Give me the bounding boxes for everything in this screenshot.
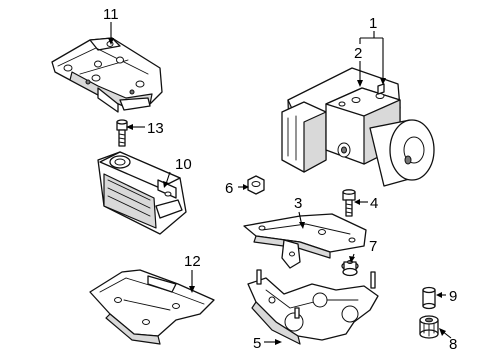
part-12-shield-bracket <box>89 269 215 345</box>
callout-4: 4 <box>370 195 378 212</box>
part-9-sleeve <box>422 286 436 310</box>
callout-2: 2 <box>354 45 362 62</box>
part-11-upper-bracket <box>51 37 163 113</box>
part-3-mounting-plate <box>243 213 367 269</box>
part-10-sensor-module <box>97 151 187 235</box>
part-13-bolt <box>116 119 128 147</box>
part-4-bolt <box>342 189 356 217</box>
callout-1: 1 <box>369 15 377 32</box>
part-8-bushing <box>419 315 439 339</box>
callout-13: 13 <box>147 120 164 137</box>
part-6-nut <box>247 175 265 195</box>
callout-11: 11 <box>103 6 119 23</box>
callout-7: 7 <box>369 238 377 255</box>
part-5-support-bracket <box>247 269 379 345</box>
callout-3: 3 <box>294 195 302 212</box>
part-1-hydraulic-unit <box>281 67 435 187</box>
callout-6: 6 <box>225 180 233 197</box>
callout-9: 9 <box>449 288 457 305</box>
callout-8: 8 <box>449 336 457 353</box>
callout-10: 10 <box>175 156 192 173</box>
part-7-grommet <box>341 260 359 277</box>
leader-lines <box>108 22 452 345</box>
callout-5: 5 <box>253 335 261 352</box>
callout-12: 12 <box>184 253 201 270</box>
